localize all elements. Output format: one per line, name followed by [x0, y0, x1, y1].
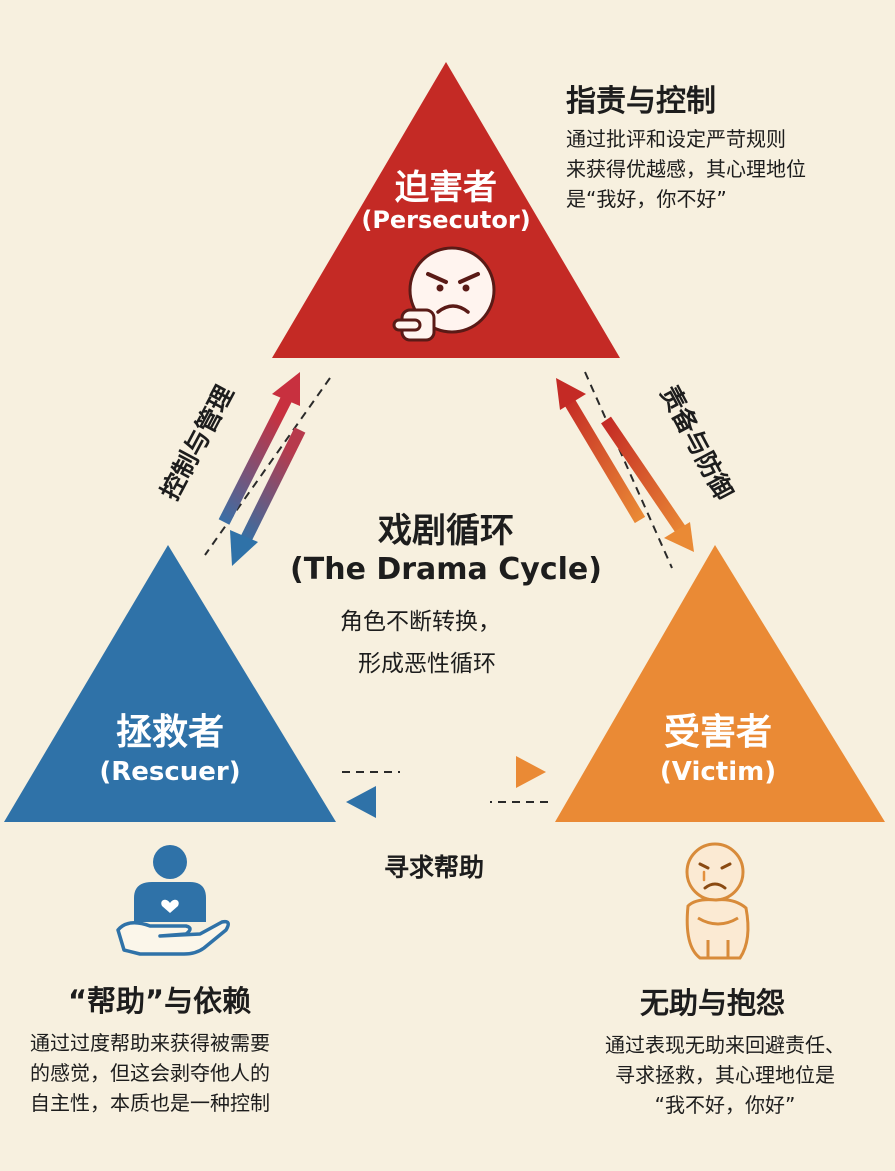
- rescuer-english: (Rescuer): [99, 757, 241, 787]
- persecutor-heading: 指责与控制: [566, 84, 716, 119]
- bottom-arrow-label: 寻求帮助: [384, 853, 485, 882]
- center-line-1: 角色不断转换，: [340, 609, 501, 635]
- rescuer-triangle: [4, 545, 336, 822]
- bottom-arrows: [342, 756, 548, 818]
- center-subtitle: (The Drama Cycle): [290, 552, 602, 587]
- angry-pointing-face-icon: [392, 246, 496, 342]
- victim-description: 通过表现无助来回避责任、 寻求拯救，其心理地位是 “我不好，你好”: [560, 1030, 890, 1120]
- persecutor-desc-line: 是“我好，你不好”: [566, 187, 727, 211]
- center-title: 戏剧循环: [378, 511, 514, 551]
- persecutor-description: 通过批评和设定严苛规则 来获得优越感，其心理地位 是“我好，你不好”: [566, 124, 886, 214]
- rescuer-name: 拯救者: [115, 712, 224, 753]
- victim-heading: 无助与抱怨: [640, 986, 786, 1020]
- left-arrows: [204, 372, 331, 566]
- rescuer-description: 通过过度帮助来获得被需要 的感觉，但这会剥夺他人的 自主性，本质也是一种控制: [30, 1028, 350, 1118]
- victim-desc-line: 寻求拯救，其心理地位是: [615, 1063, 835, 1087]
- victim-desc-line: 通过表现无助来回避责任、: [605, 1033, 845, 1057]
- persecutor-english: (Persecutor): [361, 206, 531, 234]
- rescuer-desc-line: 通过过度帮助来获得被需要: [30, 1031, 270, 1055]
- persecutor-desc-line: 通过批评和设定严苛规则: [566, 127, 786, 151]
- persecutor-desc-line: 来获得优越感，其心理地位: [566, 157, 806, 181]
- persecutor-triangle: [272, 62, 620, 358]
- helping-hand-icon: [116, 845, 230, 956]
- victim-triangle: [555, 545, 885, 822]
- center-line-2: 形成恶性循环: [358, 651, 496, 677]
- victim-name: 受害者: [663, 712, 772, 753]
- rescuer-heading: “帮助”与依赖: [68, 984, 252, 1018]
- rescuer-desc-line: 的感觉，但这会剥夺他人的: [30, 1061, 270, 1085]
- rescuer-desc-line: 自主性，本质也是一种控制: [30, 1091, 270, 1115]
- persecutor-name: 迫害者: [395, 168, 497, 208]
- right-arrows: [556, 371, 694, 569]
- victim-desc-line: “我不好，你好”: [654, 1093, 796, 1117]
- crying-hugging-knees-icon: [685, 842, 750, 960]
- victim-english: (Victim): [659, 757, 777, 787]
